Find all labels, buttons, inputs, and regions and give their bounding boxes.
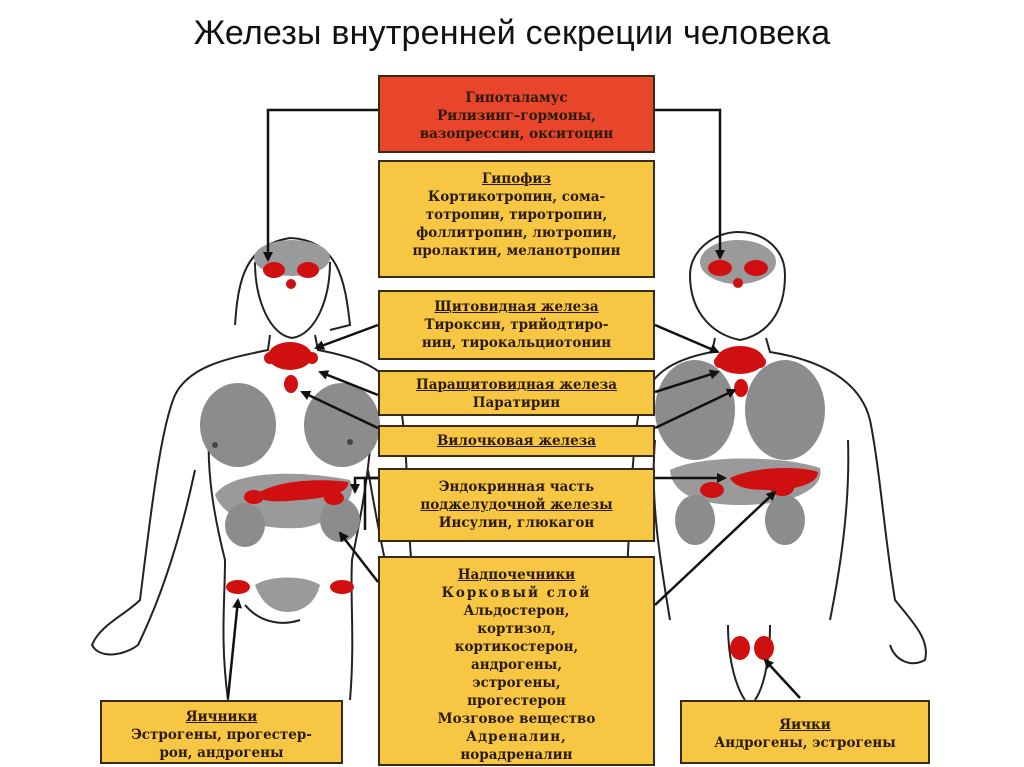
hypothalamus-heading: Гипоталамус — [465, 90, 568, 106]
adrenal-heading: Надпочечники — [457, 567, 576, 583]
hypothalamus-box: Гипоталамус Рилизинг–гормоны, вазопресси… — [378, 75, 655, 153]
parathyroid-heading: Паращитовидная железа — [415, 377, 618, 393]
female-glands — [226, 262, 354, 594]
pituitary-line-4: пролактин, меланотропин — [412, 243, 621, 259]
ovaries-line-1: Эстрогены, прогестер- — [131, 727, 312, 743]
adrenal-line-10: норадреналин — [460, 747, 573, 763]
pancreas-heading: Эндокринная часть — [438, 479, 595, 495]
adrenal-line-1: Корковый слой — [441, 585, 592, 601]
pituitary-line-3: фоллитропин, лютропин, — [416, 225, 617, 241]
ovaries-heading: Яичники — [185, 709, 258, 725]
parathyroid-box: Паращитовидная железа Паратирин — [378, 370, 655, 416]
pituitary-box: Гипофиз Кортикотропин, сома- тотропин, т… — [378, 160, 655, 278]
adrenal-line-3: кортизол, — [477, 621, 556, 637]
ovaries-box: Яичники Эстрогены, прогестер- рон, андро… — [100, 700, 343, 764]
adrenal-line-6: эстрогены, — [472, 675, 561, 691]
pituitary-line-1: Кортикотропин, сома- — [427, 189, 606, 205]
thymus-box: Вилочковая железа — [378, 425, 655, 457]
hypothalamus-line-1: Рилизинг–гормоны, — [437, 108, 596, 124]
pituitary-line-2: тотропин, тиротропин, — [425, 207, 608, 223]
thyroid-box: Щитовидная железа Тироксин, трийодтиро- … — [378, 290, 655, 360]
adrenal-line-8: Мозговое вещество — [437, 711, 596, 727]
thyroid-heading: Щитовидная железа — [434, 299, 599, 315]
pancreas-line-1: Инсулин, глюкагон — [438, 515, 595, 531]
parathyroid-line-1: Паратирин — [472, 395, 561, 411]
thyroid-line-1: Тироксин, трийодтиро- — [424, 317, 609, 333]
page-title: Железы внутренней секреции человека — [193, 14, 831, 52]
adrenal-line-2: Альдостерон, — [463, 603, 570, 619]
thyroid-line-2: нин, тирокальциотонин — [421, 335, 612, 351]
adrenal-line-4: кортикостерон, — [454, 639, 579, 655]
testes-line-1: Андрогены, эстрогены — [714, 735, 896, 751]
male-glands — [700, 260, 818, 660]
testes-heading: Яички — [779, 717, 831, 733]
hypothalamus-line-2: вазопрессин, окситоцин — [419, 126, 614, 142]
adrenal-line-5: андрогены, — [470, 657, 563, 673]
adrenal-line-7: прогестерон — [467, 693, 566, 709]
thymus-heading: Вилочковая железа — [436, 433, 597, 449]
testes-box: Яички Андрогены, эстрогены — [680, 700, 930, 764]
adrenal-line-9: Адреналин, — [466, 729, 567, 745]
adrenal-box: Надпочечники Корковый слой Альдостерон, … — [378, 556, 655, 766]
pancreas-box: Эндокринная часть поджелудочной железы И… — [378, 468, 655, 542]
ovaries-line-2: рон, андрогены — [159, 745, 284, 761]
pancreas-heading-2: поджелудочной железы — [420, 497, 613, 513]
pituitary-heading: Гипофиз — [481, 171, 552, 187]
connector-arrows — [226, 108, 801, 699]
